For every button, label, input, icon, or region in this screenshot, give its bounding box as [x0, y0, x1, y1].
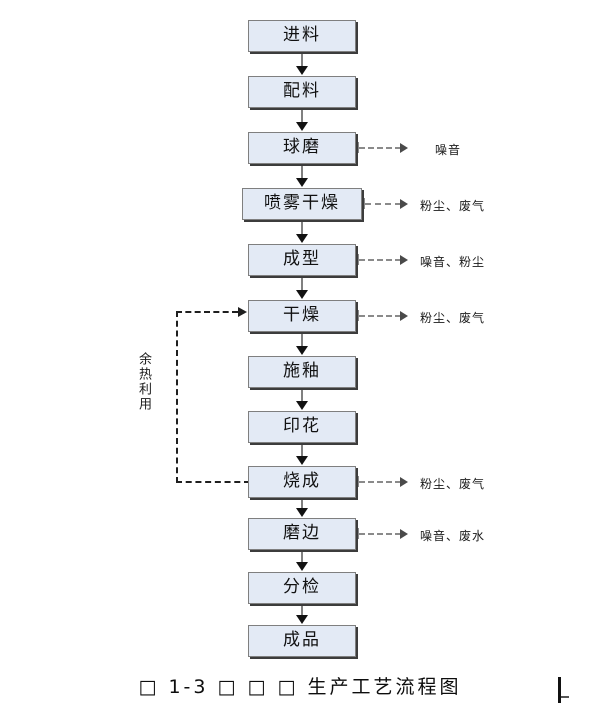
arrowhead-down-icon — [296, 615, 308, 624]
emission-dash-line — [359, 315, 401, 317]
arrowhead-down-icon — [296, 508, 308, 517]
connector-firing-to-edge-grinding — [301, 498, 303, 510]
node-label: 磨边 — [283, 522, 321, 543]
connector-batching-to-ball-milling — [301, 108, 303, 124]
arrowhead-right-icon — [238, 307, 247, 317]
node-label: 球磨 — [283, 136, 321, 157]
feedback-loop-label: 余热利用 — [136, 352, 151, 412]
node-label: 印花 — [283, 415, 321, 436]
emission-stub — [363, 198, 365, 209]
process-node-sorting[interactable]: 分检 — [248, 572, 356, 604]
arrowhead-right-icon — [400, 477, 408, 487]
arrowhead-right-icon — [400, 311, 408, 321]
node-label: 喷雾干燥 — [264, 192, 340, 213]
node-label: 配料 — [283, 80, 321, 101]
emission-dash-line — [359, 147, 401, 149]
process-node-edge-grinding[interactable]: 磨边 — [248, 518, 356, 550]
text-cursor-icon — [558, 677, 569, 703]
connector-edge-grinding-to-sorting — [301, 550, 303, 564]
arrowhead-down-icon — [296, 456, 308, 465]
figure-caption: □ 1-3 □ □ □ 生产工艺流程图 — [138, 676, 462, 698]
process-node-spray-drying[interactable]: 喷雾干燥 — [242, 188, 362, 220]
emission-label-edge-grinding: 噪音、废水 — [420, 529, 486, 543]
emission-label-ball-milling: 噪音 — [435, 143, 462, 157]
emission-label-firing: 粉尘、废气 — [420, 477, 486, 491]
emission-dash-line — [359, 259, 401, 261]
connector-sorting-to-finished — [301, 604, 303, 617]
connector-glazing-to-printing — [301, 388, 303, 403]
process-node-feed[interactable]: 进料 — [248, 20, 356, 52]
arrowhead-right-icon — [400, 255, 408, 265]
process-node-batching[interactable]: 配料 — [248, 76, 356, 108]
emission-label-drying: 粉尘、废气 — [420, 311, 486, 325]
process-node-finished[interactable]: 成品 — [248, 625, 356, 657]
node-label: 施釉 — [283, 360, 321, 381]
connector-spray-drying-to-forming — [301, 220, 303, 236]
connector-feed-to-batching — [301, 52, 303, 68]
process-node-forming[interactable]: 成型 — [248, 244, 356, 276]
feedback-loop-top-segment — [176, 311, 238, 313]
process-node-drying[interactable]: 干燥 — [248, 300, 356, 332]
node-label: 干燥 — [283, 304, 321, 325]
node-label: 分检 — [283, 576, 321, 597]
emission-label-spray-drying: 粉尘、废气 — [420, 199, 486, 213]
node-label: 烧成 — [283, 470, 321, 491]
connector-drying-to-glazing — [301, 332, 303, 348]
arrowhead-down-icon — [296, 401, 308, 410]
emission-stub — [357, 254, 359, 265]
feedback-loop-bottom-segment — [176, 481, 250, 483]
node-label: 成品 — [283, 629, 321, 650]
arrowhead-right-icon — [400, 529, 408, 539]
arrowhead-right-icon — [400, 199, 408, 209]
emission-stub — [357, 528, 359, 539]
arrowhead-down-icon — [296, 346, 308, 355]
emission-stub — [357, 310, 359, 321]
arrowhead-down-icon — [296, 122, 308, 131]
process-node-firing[interactable]: 烧成 — [248, 466, 356, 498]
emission-dash-line — [359, 533, 401, 535]
arrowhead-down-icon — [296, 562, 308, 571]
node-label: 成型 — [283, 248, 321, 269]
connector-ball-milling-to-spray-drying — [301, 164, 303, 180]
emission-label-forming: 噪音、粉尘 — [420, 255, 486, 269]
process-node-ball-milling[interactable]: 球磨 — [248, 132, 356, 164]
arrowhead-down-icon — [296, 234, 308, 243]
arrowhead-down-icon — [296, 178, 308, 187]
emission-dash-line — [359, 481, 401, 483]
node-label: 进料 — [283, 24, 321, 45]
process-node-glazing[interactable]: 施釉 — [248, 356, 356, 388]
connector-printing-to-firing — [301, 443, 303, 458]
arrowhead-right-icon — [400, 143, 408, 153]
emission-stub — [357, 142, 359, 153]
feedback-loop-left-segment — [176, 311, 178, 483]
emission-dash-line — [365, 203, 401, 205]
emission-stub — [357, 476, 359, 487]
arrowhead-down-icon — [296, 66, 308, 75]
process-node-printing[interactable]: 印花 — [248, 411, 356, 443]
connector-forming-to-drying — [301, 276, 303, 292]
arrowhead-down-icon — [296, 290, 308, 299]
